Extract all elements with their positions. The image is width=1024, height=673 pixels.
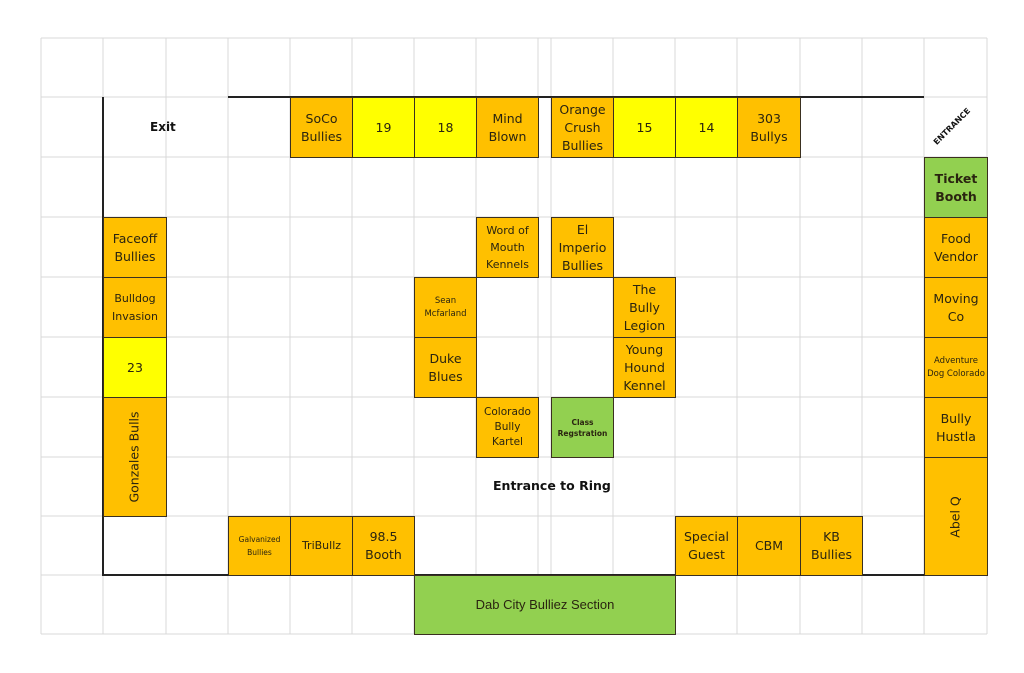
booth-kb-bullies[interactable]: KB Bullies <box>800 516 863 576</box>
booth-galvanized-bullies[interactable]: Galvanized Bullies <box>228 516 291 576</box>
booth-special-guest[interactable]: Special Guest <box>675 516 738 576</box>
booth-class-registration[interactable]: Class Regstration <box>551 397 614 458</box>
booth-food-vendor[interactable]: Food Vendor <box>924 217 988 278</box>
section-label: Dab City Bulliez Section <box>475 597 615 612</box>
booth-tribullz[interactable]: TriBullz <box>290 516 353 576</box>
booth-label: 19 <box>375 119 392 135</box>
booth-label: 14 <box>698 119 715 135</box>
booth-label: Abel Q <box>948 495 963 538</box>
booth-label: 23 <box>127 359 143 375</box>
booth-gonzales-bulls[interactable]: Gonzales Bulls <box>103 397 167 517</box>
booth-label: KB Bullies <box>810 529 853 562</box>
booth-23[interactable]: 23 <box>103 337 167 398</box>
booth-label: Sean Mcfarland <box>424 295 467 319</box>
booth-15[interactable]: 15 <box>613 97 676 158</box>
booth-label: 15 <box>636 119 653 135</box>
booth-label: 18 <box>437 119 454 135</box>
booth-label: Colorado Bully Kartel <box>484 406 531 448</box>
booth-label: Bulldog Invasion <box>112 291 158 323</box>
booth-label: 303 Bullys <box>750 110 788 144</box>
booth-adventure-dog-colorado[interactable]: Adventure Dog Colorado <box>924 337 988 398</box>
booth-ticket-booth[interactable]: Ticket Booth <box>924 157 988 218</box>
booth-14[interactable]: 14 <box>675 97 738 158</box>
booth-label: Mind Blown <box>488 110 527 144</box>
booth-label: Moving Co <box>933 290 979 324</box>
booth-19[interactable]: 19 <box>352 97 415 158</box>
booth-label: The Bully Legion <box>623 281 666 333</box>
exit-label: Exit <box>150 120 176 134</box>
booth-duke-blues[interactable]: Duke Blues <box>414 337 477 398</box>
booth-label: Food Vendor <box>934 230 978 264</box>
booth-orange-crush-bullies[interactable]: Orange Crush Bullies <box>551 97 614 158</box>
booth-label: Young Hound Kennel <box>623 341 666 393</box>
booth-abel-q[interactable]: Abel Q <box>924 457 988 576</box>
booth-label: CBM <box>754 538 784 553</box>
booth-label: Duke Blues <box>428 350 463 384</box>
booth-young-hound-kennel[interactable]: Young Hound Kennel <box>613 337 676 398</box>
booth-cbm[interactable]: CBM <box>737 516 801 576</box>
entrance-to-ring-label: Entrance to Ring <box>493 478 611 493</box>
booth-label: Gonzales Bulls <box>127 411 142 503</box>
booth-label: 98.5 Booth <box>365 529 402 562</box>
booth-mind-blown[interactable]: Mind Blown <box>476 97 539 158</box>
booth-label: Galvanized Bullies <box>238 535 281 557</box>
booth-moving-co[interactable]: Moving Co <box>924 277 988 338</box>
booth-sean-mcfarland[interactable]: Sean Mcfarland <box>414 277 477 338</box>
booth-bulldog-invasion[interactable]: Bulldog Invasion <box>103 277 167 338</box>
booth-label: SoCo Bullies <box>300 110 343 144</box>
booth-label: Word of Mouth Kennels <box>486 224 529 271</box>
booth-303-bullys[interactable]: 303 Bullys <box>737 97 801 158</box>
booth-label: El Imperio Bullies <box>558 221 607 273</box>
booth-label: Orange Crush Bullies <box>559 101 606 153</box>
booth-label: TriBullz <box>301 539 342 552</box>
booth-label: Ticket Booth <box>934 170 978 204</box>
booth-colorado-bully-kartel[interactable]: Colorado Bully Kartel <box>476 397 539 458</box>
booth-soco-bullies[interactable]: SoCo Bullies <box>290 97 353 158</box>
booth-the-bully-legion[interactable]: The Bully Legion <box>613 277 676 338</box>
booth-label: Faceoff Bullies <box>112 230 158 264</box>
booth-label: Class Regstration <box>557 417 608 438</box>
booth-98-5-booth[interactable]: 98.5 Booth <box>352 516 415 576</box>
dab-city-bulliez-section[interactable]: Dab City Bulliez Section <box>414 575 676 635</box>
booth-18[interactable]: 18 <box>414 97 477 158</box>
booth-label: Adventure Dog Colorado <box>927 355 985 379</box>
booth-faceoff-bullies[interactable]: Faceoff Bullies <box>103 217 167 278</box>
booth-word-of-mouth-kennels[interactable]: Word of Mouth Kennels <box>476 217 539 278</box>
booth-bully-hustla[interactable]: Bully Hustla <box>924 397 988 458</box>
booth-label: Special Guest <box>683 529 730 562</box>
booth-el-imperio-bullies[interactable]: El Imperio Bullies <box>551 217 614 278</box>
booth-label: Bully Hustla <box>936 410 976 444</box>
